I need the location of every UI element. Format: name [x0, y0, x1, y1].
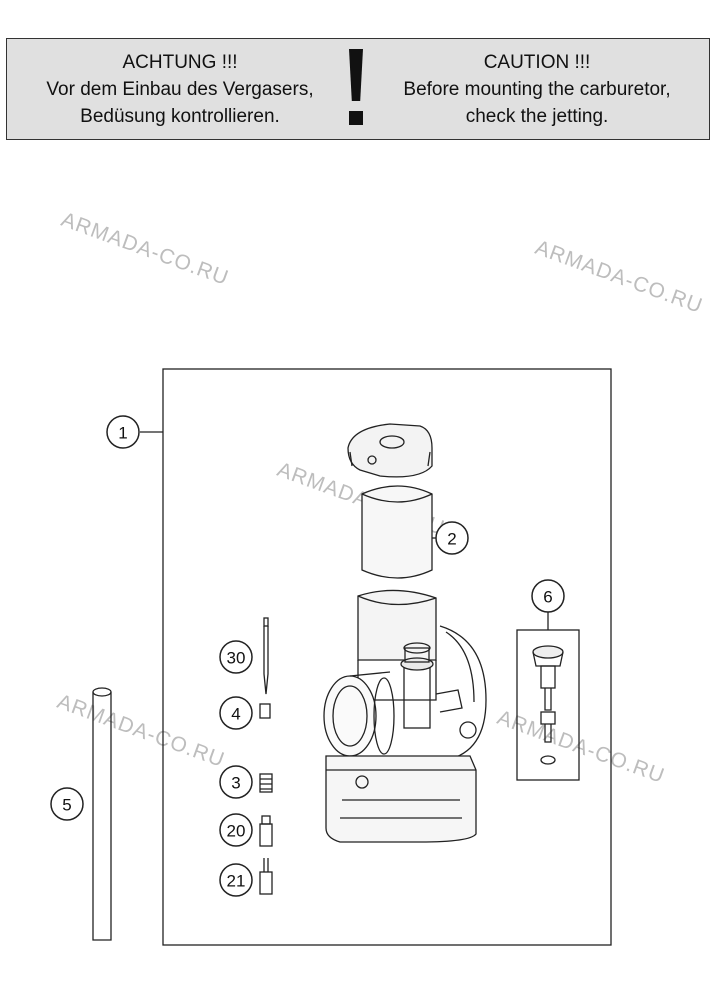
warning-german-title: ACHTUNG !!! — [122, 52, 238, 73]
callout-6 — [531, 579, 565, 613]
callout-label-6: 6 — [543, 588, 552, 607]
warning-english-line1: Before mounting the carburetor, — [403, 79, 671, 100]
kit-frame — [162, 368, 612, 946]
callout-5 — [50, 787, 84, 821]
callout-label-1: 1 — [118, 424, 127, 443]
callout-label-4: 4 — [231, 705, 240, 724]
throttle-slide — [361, 485, 433, 579]
warning-english-line2: check the jetting. — [465, 106, 609, 127]
callout-label-20: 20 — [227, 822, 246, 841]
warning-english-title: CAUTION !!! — [483, 52, 591, 73]
vent-hose — [92, 687, 112, 941]
idle-adjusting-screw — [532, 645, 564, 765]
callout-21 — [219, 863, 253, 897]
callout-label-21: 21 — [227, 872, 246, 891]
pilot-jet — [259, 815, 273, 847]
warning-german-line2: Bedüsung kontrollieren. — [80, 106, 280, 127]
callout-4 — [219, 696, 253, 730]
starter-jet — [259, 858, 273, 895]
warning-german-line1: Vor dem Einbau des Vergasers, — [46, 79, 314, 100]
callout-label-3: 3 — [231, 774, 240, 793]
callout-label-2: 2 — [447, 530, 456, 549]
callout-1 — [106, 415, 140, 449]
warning-banner: ACHTUNG !!! Vor dem Einbau des Vergasers… — [6, 38, 710, 140]
carburetor-body — [323, 589, 487, 843]
callout-30 — [219, 640, 253, 674]
needle-jet — [259, 703, 271, 719]
exclamation-icon — [345, 49, 367, 133]
callout-20 — [219, 813, 253, 847]
callout-label-30: 30 — [227, 649, 246, 668]
carburetor-cap — [347, 423, 433, 478]
warning-german: ACHTUNG !!! Vor dem Einbau des Vergasers… — [15, 49, 345, 130]
main-jet — [259, 773, 273, 793]
jet-needle — [263, 617, 269, 695]
callout-2 — [435, 521, 469, 555]
warning-english: CAUTION !!! Before mounting the carburet… — [369, 49, 705, 130]
callout-3 — [219, 765, 253, 799]
callout-label-5: 5 — [62, 796, 71, 815]
